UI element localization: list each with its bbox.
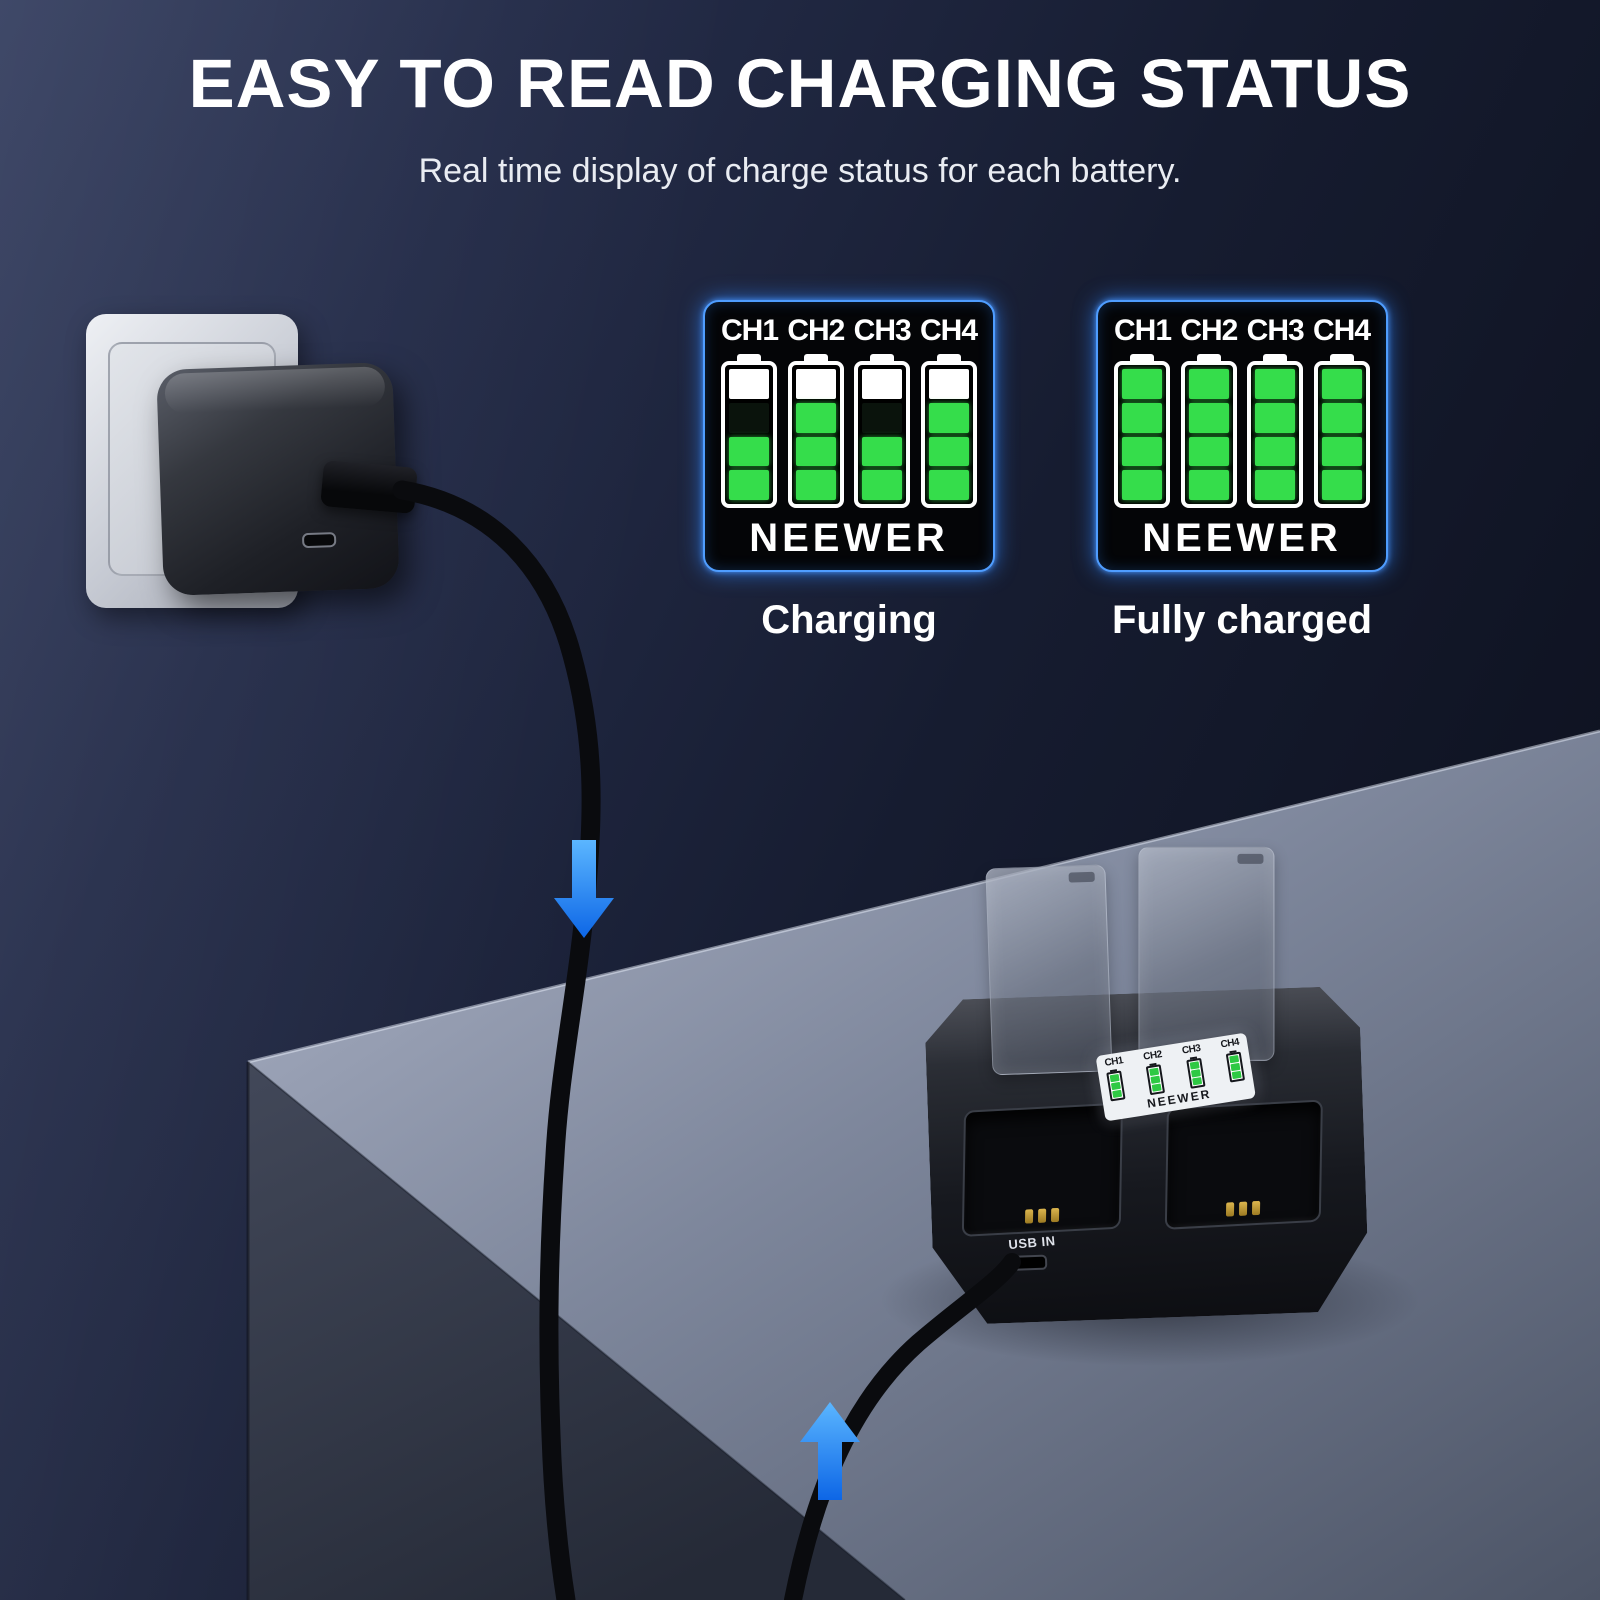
battery-level xyxy=(787,361,844,508)
channel-label-ch3: CH3 xyxy=(853,314,912,347)
adapter-usbc-port-icon xyxy=(301,532,337,549)
battery-indicator xyxy=(721,354,777,508)
battery-charger: CH1 CH2 CH3 CH4 NEEWER USB IN xyxy=(906,827,1388,1343)
battery-indicator xyxy=(1313,354,1370,508)
slot-contacts xyxy=(1024,1207,1059,1224)
battery-level xyxy=(1114,361,1170,508)
battery-indicator xyxy=(1247,354,1304,508)
battery-cap xyxy=(1196,354,1221,361)
battery-level xyxy=(1313,361,1370,508)
display-battery-indicator xyxy=(1146,1062,1166,1096)
page-subtitle: Real time display of charge status for e… xyxy=(418,152,1182,190)
battery-cap xyxy=(1263,354,1288,361)
battery-level xyxy=(854,361,911,508)
battery-indicators-row xyxy=(1114,354,1370,508)
display-channel-ch1: CH1 xyxy=(1103,1055,1124,1069)
battery-level xyxy=(1247,361,1304,508)
battery-indicator xyxy=(1114,354,1170,508)
fully-charged-status-panel: CH1 CH2 CH3 CH4 NEEWER xyxy=(1096,300,1388,572)
display-battery-indicator xyxy=(1106,1069,1126,1102)
battery-indicator xyxy=(920,354,977,508)
battery-level xyxy=(920,361,977,508)
display-battery-indicator xyxy=(1225,1050,1246,1083)
channel-label-ch1: CH1 xyxy=(721,314,779,347)
channel-label-ch2: CH2 xyxy=(787,314,845,347)
display-channel-ch2: CH2 xyxy=(1142,1048,1163,1063)
battery-indicators-row xyxy=(721,354,977,508)
usb-c-port xyxy=(1012,1254,1048,1271)
charging-caption: Charging xyxy=(761,598,937,642)
channel-label-ch1: CH1 xyxy=(1114,314,1172,347)
channel-label-ch3: CH3 xyxy=(1246,314,1305,347)
battery-cap xyxy=(737,354,761,361)
channel-labels-row: CH1 CH2 CH3 CH4 xyxy=(721,314,978,347)
battery-cap xyxy=(1130,354,1154,361)
channel-label-ch2: CH2 xyxy=(1180,314,1238,347)
page-title: EASY TO READ CHARGING STATUS xyxy=(188,45,1412,122)
battery-slot-empty xyxy=(1164,1099,1323,1230)
battery-cap xyxy=(936,354,961,361)
battery-indicator xyxy=(854,354,911,508)
battery-slot-empty xyxy=(961,1102,1123,1237)
battery-indicator xyxy=(1180,354,1237,508)
battery-cap xyxy=(1329,354,1354,361)
camera-battery xyxy=(985,864,1113,1076)
battery-cap xyxy=(803,354,828,361)
neewer-logo: NEEWER xyxy=(749,516,949,560)
battery-level xyxy=(1180,361,1237,508)
display-channel-ch4: CH4 xyxy=(1219,1036,1240,1051)
battery-indicator xyxy=(787,354,844,508)
display-battery-indicator xyxy=(1185,1056,1206,1089)
channel-label-ch4: CH4 xyxy=(919,314,978,347)
cable-connector xyxy=(320,459,418,515)
neewer-logo: NEEWER xyxy=(1142,516,1342,560)
display-channel-ch3: CH3 xyxy=(1181,1042,1202,1057)
battery-cap xyxy=(870,354,895,361)
slot-contacts xyxy=(1225,1200,1261,1217)
channel-label-ch4: CH4 xyxy=(1312,314,1371,347)
channel-labels-row: CH1 CH2 CH3 CH4 xyxy=(1114,314,1371,347)
battery-level xyxy=(721,361,777,508)
camera-battery xyxy=(1138,846,1275,1061)
charging-status-panel: CH1 CH2 CH3 CH4 NEEWER xyxy=(703,300,995,572)
fully-charged-caption: Fully charged xyxy=(1111,598,1373,642)
